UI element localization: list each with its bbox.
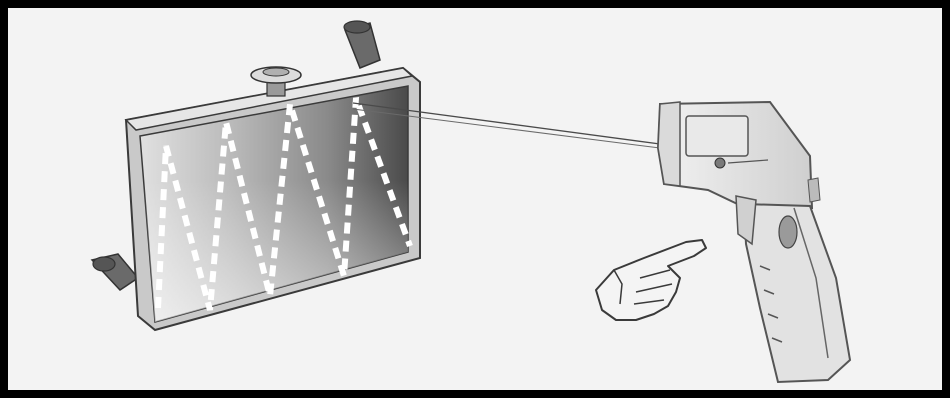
radiator-icon	[90, 20, 421, 332]
ir-thermometer-icon	[656, 100, 852, 384]
scan-path	[155, 96, 413, 311]
scan-illustration	[90, 20, 852, 384]
radiator-cap-icon	[250, 66, 302, 97]
laser-beam-icon	[352, 102, 661, 149]
pointing-hand-icon	[595, 239, 707, 321]
